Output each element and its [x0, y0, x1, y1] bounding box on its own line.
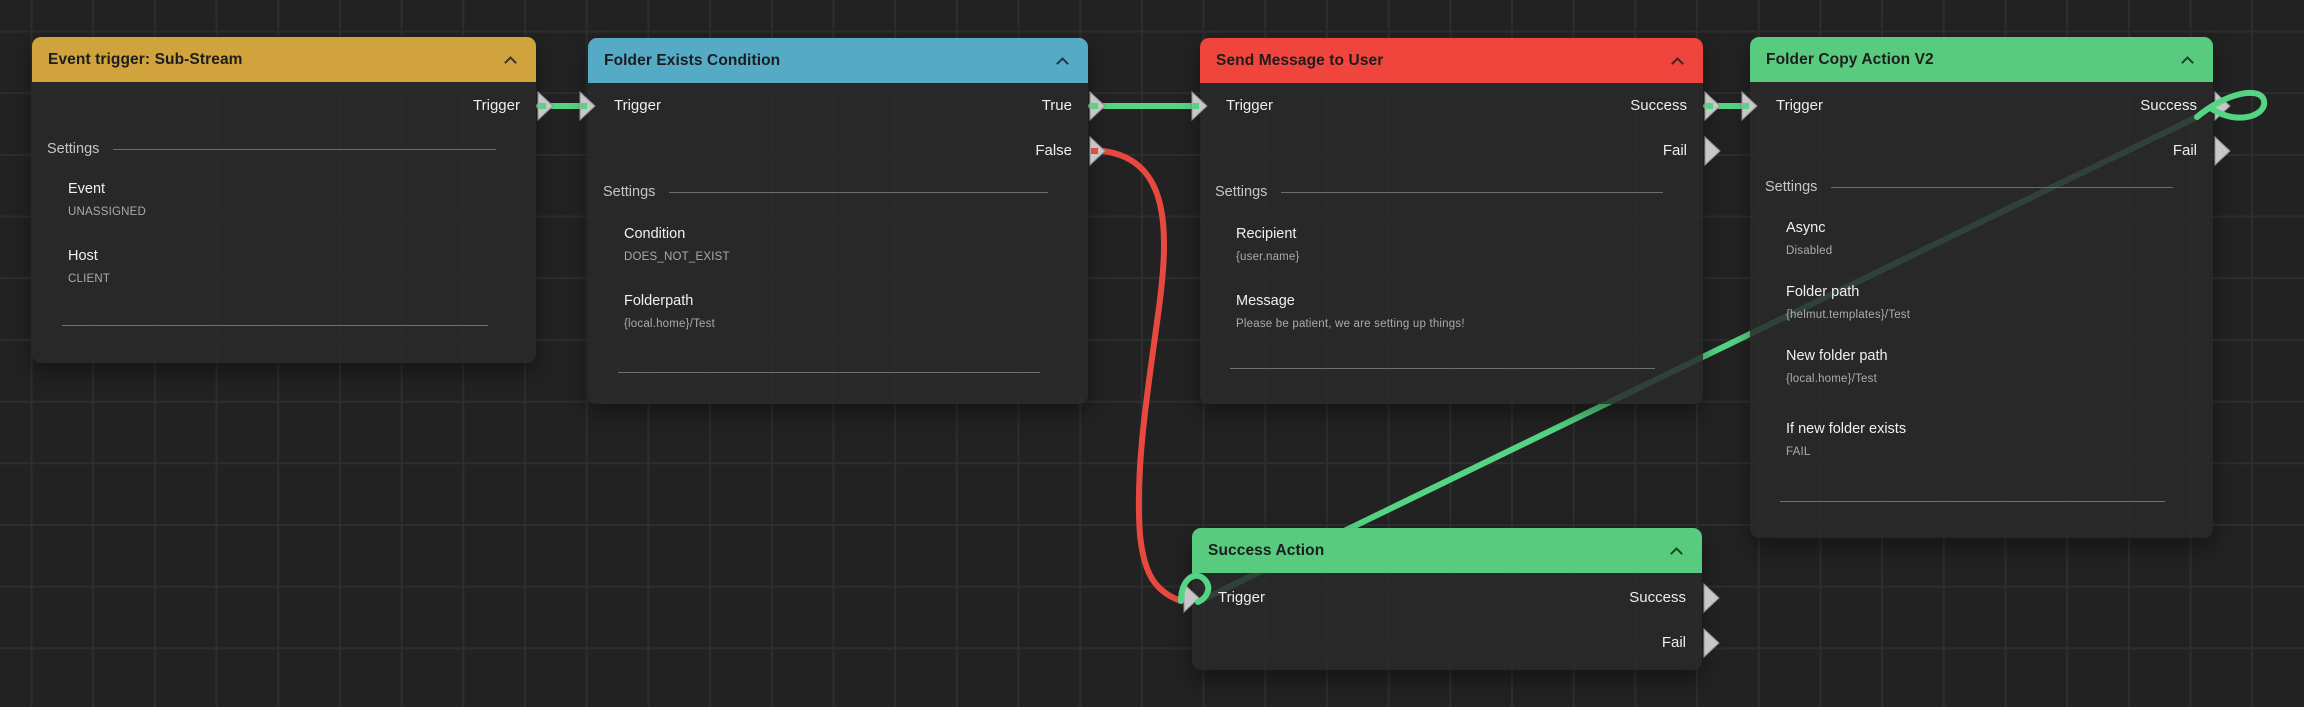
divider [1281, 191, 1663, 193]
wire-end-hook [1178, 572, 1212, 605]
port-label-success-out: Success [1630, 97, 1687, 114]
setting-label: Event [68, 181, 106, 197]
setting-label: Async [1786, 220, 1826, 236]
setting-label: Recipient [1236, 226, 1297, 242]
setting-label: Host [68, 248, 98, 264]
node-title: Send Message to User [1216, 51, 1384, 69]
setting-item: Event UNASSIGNED [68, 179, 516, 220]
port-label-trigger-in: Trigger [1218, 589, 1265, 606]
port-label-trigger-in: Trigger [614, 97, 661, 114]
node-header[interactable]: Folder Copy Action V2 [1750, 37, 2213, 82]
port-arrow-output-fail[interactable] [1703, 627, 1720, 659]
wire-false-to-success-action[interactable] [1100, 148, 1184, 604]
port-label-success-out: Success [2140, 97, 2197, 114]
divider [1230, 368, 1655, 369]
setting-value: FAIL [1786, 446, 1811, 458]
setting-item: Async Disabled [1786, 218, 2193, 259]
setting-value: Please be patient, we are setting up thi… [1236, 318, 1465, 330]
setting-value: {helmut.templates}/Test [1786, 309, 1911, 321]
settings-section-label: Settings [603, 184, 656, 200]
port-label-trigger-out: Trigger [473, 97, 520, 114]
setting-value: Disabled [1786, 245, 1833, 257]
node-header[interactable]: Success Action [1192, 528, 1702, 573]
setting-value: CLIENT [68, 273, 111, 285]
divider [1831, 186, 2173, 188]
settings-section-label: Settings [1215, 184, 1268, 200]
node-header[interactable]: Folder Exists Condition [588, 38, 1088, 83]
port-label-trigger-in: Trigger [1226, 97, 1273, 114]
node-success-action[interactable]: Success Action Trigger Success Fail [1192, 528, 1702, 670]
setting-label: New folder path [1786, 348, 1888, 364]
setting-item: Host CLIENT [68, 246, 516, 287]
node-folder-exists-condition[interactable]: Folder Exists Condition Trigger True Fal… [588, 38, 1088, 404]
port-label-fail-out: Fail [1661, 634, 1686, 651]
setting-item: Recipient {user.name} [1236, 224, 1683, 265]
setting-item: If new folder exists FAIL [1786, 419, 2193, 460]
setting-label: Folderpath [624, 293, 694, 309]
node-folder-copy-action-v2[interactable]: Folder Copy Action V2 Trigger Success Fa… [1750, 37, 2213, 538]
wire-loop [2194, 89, 2268, 121]
settings-section-label: Settings [1765, 179, 1818, 195]
node-title: Event trigger: Sub-Stream [48, 50, 243, 68]
port-label-fail-out: Fail [1662, 142, 1687, 159]
node-event-trigger-sub-stream[interactable]: Event trigger: Sub-Stream Trigger Settin… [32, 37, 536, 363]
node-title: Folder Exists Condition [604, 51, 781, 69]
divider [1780, 501, 2165, 502]
setting-item: Condition DOES_NOT_EXIST [624, 224, 1068, 265]
port-arrow-input-trigger[interactable] [1183, 582, 1200, 614]
node-send-message-to-user[interactable]: Send Message to User Trigger Success Fai… [1200, 38, 1703, 404]
port-label-false-out: False [1035, 142, 1072, 159]
setting-label: Message [1236, 293, 1295, 309]
setting-label: Folder path [1786, 284, 1860, 300]
setting-value: {user.name} [1236, 251, 1300, 263]
port-arrow-input-trigger[interactable] [1741, 90, 1758, 122]
node-header[interactable]: Event trigger: Sub-Stream [32, 37, 536, 82]
port-label-fail-out: Fail [2172, 142, 2197, 159]
setting-item: Folder path {helmut.templates}/Test [1786, 282, 2193, 323]
setting-value: {local.home}/Test [624, 318, 715, 330]
setting-item: Folderpath {local.home}/Test [624, 291, 1068, 332]
setting-value: UNASSIGNED [68, 206, 147, 218]
settings-section-label: Settings [47, 141, 100, 157]
setting-item: Message Please be patient, we are settin… [1236, 291, 1683, 332]
setting-item: New folder path {local.home}/Test [1786, 346, 2193, 387]
divider [669, 191, 1048, 193]
divider [618, 372, 1040, 373]
setting-label: If new folder exists [1786, 421, 1907, 437]
node-header[interactable]: Send Message to User [1200, 38, 1703, 83]
setting-value: {local.home}/Test [1786, 373, 1877, 385]
divider [62, 325, 488, 326]
port-arrow-output-fail[interactable] [1704, 135, 1721, 167]
port-arrow-output-success[interactable] [1703, 582, 1720, 614]
port-label-success-out: Success [1629, 589, 1686, 606]
node-title: Folder Copy Action V2 [1766, 50, 1934, 68]
port-label-trigger-in: Trigger [1776, 97, 1823, 114]
divider [113, 148, 496, 150]
port-label-true-out: True [1041, 97, 1072, 114]
port-arrow-input-trigger[interactable] [1191, 90, 1208, 122]
setting-value: DOES_NOT_EXIST [624, 251, 730, 263]
port-arrow-output-fail[interactable] [2214, 135, 2231, 167]
node-title: Success Action [1208, 541, 1325, 559]
port-arrow-input-trigger[interactable] [579, 90, 596, 122]
setting-label: Condition [624, 226, 686, 242]
